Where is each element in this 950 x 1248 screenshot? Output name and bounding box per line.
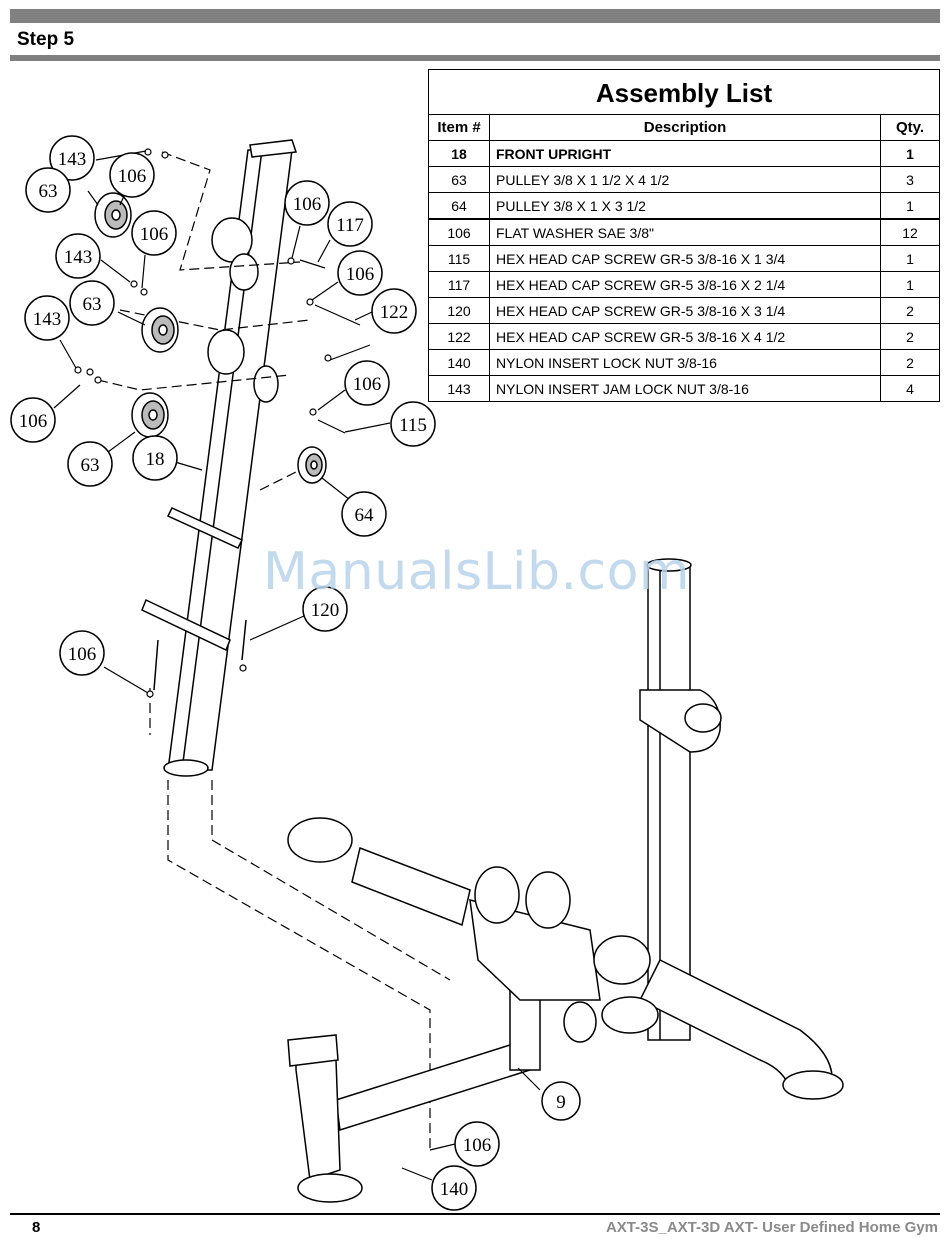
callout-18: 18	[132, 435, 178, 481]
table-row: 140 NYLON INSERT LOCK NUT 3/8-16 2	[429, 349, 939, 376]
watermark: ManualsLib.com	[263, 542, 691, 602]
svg-text:106: 106	[140, 224, 169, 245]
item-number: 117	[429, 271, 490, 298]
svg-text:106: 106	[19, 411, 48, 432]
svg-text:143: 143	[64, 247, 93, 268]
item-number: 120	[429, 297, 490, 324]
callout-143: 143	[49, 135, 95, 181]
step-title: Step 5	[17, 29, 75, 50]
svg-text:106: 106	[353, 374, 382, 395]
callout-63: 63	[67, 441, 113, 487]
callout-143: 143	[24, 295, 70, 341]
callout-106: 106	[454, 1121, 500, 1167]
item-description: NYLON INSERT LOCK NUT 3/8-16	[489, 349, 881, 376]
assembly-list: Assembly List Item # Description Qty. 18…	[428, 69, 940, 402]
svg-text:106: 106	[463, 1135, 492, 1156]
item-number: 106	[429, 218, 490, 246]
col-description: Description	[489, 115, 881, 141]
item-number: 115	[429, 245, 490, 272]
table-row: 143 NYLON INSERT JAM LOCK NUT 3/8-16 4	[429, 375, 939, 401]
table-row: 117 HEX HEAD CAP SCREW GR-5 3/8-16 X 2 1…	[429, 271, 939, 298]
item-description: HEX HEAD CAP SCREW GR-5 3/8-16 X 4 1/2	[489, 323, 881, 350]
callout-106: 106	[344, 360, 390, 406]
callout-120: 120	[302, 586, 348, 632]
svg-text:143: 143	[33, 309, 62, 330]
callout-106: 106	[284, 180, 330, 226]
item-number: 140	[429, 349, 490, 376]
table-row: 63 PULLEY 3/8 X 1 1/2 X 4 1/2 3	[429, 166, 939, 193]
svg-text:106: 106	[118, 166, 147, 187]
item-number: 64	[429, 192, 490, 220]
table-row: 106 FLAT WASHER SAE 3/8" 12	[429, 218, 939, 246]
item-description: HEX HEAD CAP SCREW GR-5 3/8-16 X 3 1/4	[489, 297, 881, 324]
item-description: FLAT WASHER SAE 3/8"	[489, 218, 881, 246]
svg-text:140: 140	[440, 1179, 469, 1200]
item-number: 122	[429, 323, 490, 350]
col-qty: Qty.	[880, 115, 939, 141]
item-description: HEX HEAD CAP SCREW GR-5 3/8-16 X 1 3/4	[489, 245, 881, 272]
table-row: 18 FRONT UPRIGHT 1	[429, 140, 939, 167]
svg-text:115: 115	[399, 415, 427, 436]
item-description: FRONT UPRIGHT	[489, 140, 881, 167]
svg-text:63: 63	[83, 294, 102, 315]
callout-106: 106	[131, 210, 177, 256]
item-qty: 3	[880, 166, 939, 193]
table-row: 120 HEX HEAD CAP SCREW GR-5 3/8-16 X 3 1…	[429, 297, 939, 324]
footer-rule	[10, 1213, 940, 1215]
item-number: 18	[429, 140, 490, 167]
callout-106: 106	[59, 630, 105, 676]
table-row: 64 PULLEY 3/8 X 1 X 3 1/2 1	[429, 192, 939, 220]
callout-106: 106	[109, 152, 155, 198]
callout-64: 64	[341, 491, 387, 537]
item-description: HEX HEAD CAP SCREW GR-5 3/8-16 X 2 1/4	[489, 271, 881, 298]
item-qty: 4	[906, 380, 914, 397]
callout-117: 117	[327, 201, 373, 247]
callout-106: 106	[337, 250, 383, 296]
item-qty: 1	[880, 140, 939, 167]
svg-text:63: 63	[39, 181, 58, 202]
page-number: 8	[32, 1219, 41, 1236]
svg-text:106: 106	[293, 194, 322, 215]
svg-text:122: 122	[380, 302, 409, 323]
header-bar	[10, 9, 940, 23]
item-qty: 1	[880, 192, 939, 220]
svg-text:64: 64	[355, 505, 375, 526]
item-description: PULLEY 3/8 X 1 X 3 1/2	[489, 192, 881, 220]
callout-143: 143	[55, 233, 101, 279]
exploded-view-drawing: 143 106 63 106 143 106 117 106 122 143 6…	[10, 135, 844, 1211]
svg-text:117: 117	[336, 215, 364, 236]
item-description: PULLEY 3/8 X 1 1/2 X 4 1/2	[489, 166, 881, 193]
callout-140: 140	[431, 1165, 477, 1211]
item-description: NYLON INSERT JAM LOCK NUT 3/8-16	[489, 375, 881, 401]
callout-9: 9	[541, 1081, 581, 1121]
callout-115: 115	[390, 401, 436, 447]
header-underline	[10, 55, 940, 61]
svg-text:106: 106	[68, 644, 97, 665]
item-qty: 2	[880, 297, 939, 324]
svg-text:120: 120	[311, 600, 340, 621]
col-item: Item #	[429, 115, 490, 141]
item-qty: 2	[880, 323, 939, 350]
callout-122: 122	[371, 288, 417, 334]
item-qty: 1	[880, 245, 939, 272]
svg-text:9: 9	[556, 1092, 566, 1113]
item-number: 63	[429, 166, 490, 193]
svg-text:18: 18	[146, 449, 165, 470]
assembly-table: Item # Description Qty. 18 FRONT UPRIGHT…	[429, 115, 939, 401]
item-number: 143	[429, 375, 490, 401]
table-row: 122 HEX HEAD CAP SCREW GR-5 3/8-16 X 4 1…	[429, 323, 939, 350]
svg-text:63: 63	[81, 455, 100, 476]
item-qty: 12	[880, 218, 939, 246]
item-qty: 2	[880, 349, 939, 376]
callout-63: 63	[25, 167, 71, 213]
callout-63: 63	[69, 280, 115, 326]
table-row: 115 HEX HEAD CAP SCREW GR-5 3/8-16 X 1 3…	[429, 245, 939, 272]
svg-text:143: 143	[58, 149, 87, 170]
callout-106: 106	[10, 397, 56, 443]
footer-doc-title: AXT-3S_AXT-3D AXT- User Defined Home Gym	[605, 1219, 938, 1236]
table-header-row: Item # Description Qty.	[429, 115, 939, 141]
assembly-list-title: Assembly List	[429, 70, 939, 115]
svg-text:106: 106	[346, 264, 375, 285]
item-qty: 1	[880, 271, 939, 298]
